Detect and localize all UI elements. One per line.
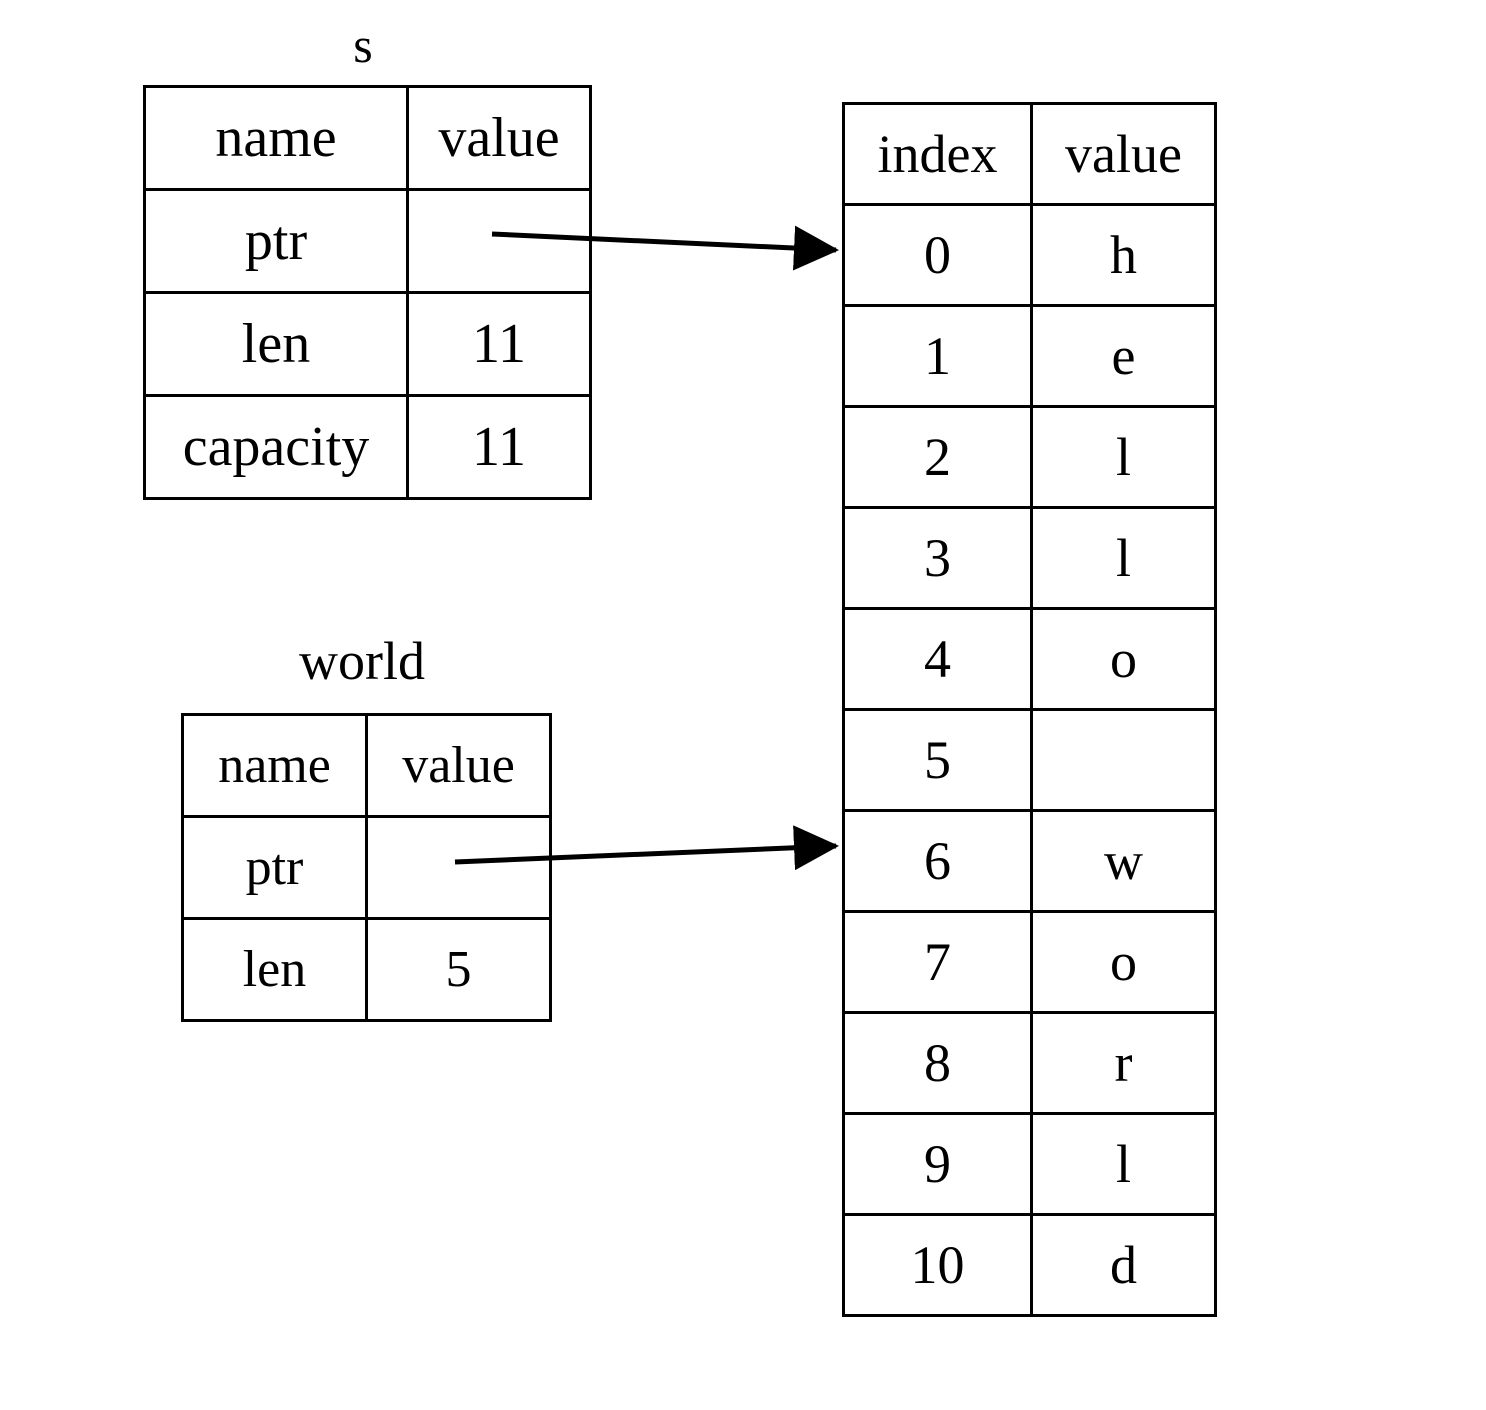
table-buffer-row-6-value: w (1030, 809, 1217, 913)
table-row: 5 (842, 708, 1217, 812)
table-s: name value ptr len 11 capacity 11 (143, 85, 592, 500)
table-buffer-row-8-index: 8 (842, 1011, 1033, 1115)
table-s-row-0-name: ptr (143, 188, 409, 294)
table-s-row-1-name: len (143, 291, 409, 397)
table-row: ptr (143, 188, 592, 294)
table-s-caption: s (353, 17, 373, 73)
table-buffer-row-0-value: h (1030, 203, 1217, 307)
table-row: 9 l (842, 1112, 1217, 1216)
table-buffer-row-0-index: 0 (842, 203, 1033, 307)
table-row: 3 l (842, 506, 1217, 610)
table-buffer-row-7-value: o (1030, 910, 1217, 1014)
table-row: 2 l (842, 405, 1217, 509)
table-buffer-row-5-value (1030, 708, 1217, 812)
table-row: 10 d (842, 1213, 1217, 1317)
table-buffer-header-index: index (842, 102, 1033, 206)
table-world: name value ptr len 5 (181, 713, 552, 1022)
table-row: 6 w (842, 809, 1217, 913)
table-buffer-row-2-index: 2 (842, 405, 1033, 509)
table-buffer-row-3-index: 3 (842, 506, 1033, 610)
table-world-row-1-name: len (181, 917, 368, 1022)
table-s-row-2-value: 11 (406, 394, 592, 500)
table-buffer-row-5-index: 5 (842, 708, 1033, 812)
table-world-row-0-value (365, 815, 552, 920)
table-s-header-name: name (143, 85, 409, 191)
table-row: len 5 (181, 917, 552, 1022)
table-buffer-row-6-index: 6 (842, 809, 1033, 913)
table-row: 7 o (842, 910, 1217, 1014)
table-buffer-row-3-value: l (1030, 506, 1217, 610)
table-buffer: index value 0 h 1 e 2 l 3 l 4 o (842, 102, 1217, 1317)
table-row: 0 h (842, 203, 1217, 307)
table-buffer-row-4-value: o (1030, 607, 1217, 711)
table-buffer-row-10-index: 10 (842, 1213, 1033, 1317)
table-world-row-0-name: ptr (181, 815, 368, 920)
table-row-header: name value (143, 85, 592, 191)
table-row: 8 r (842, 1011, 1217, 1115)
table-buffer-row-9-index: 9 (842, 1112, 1033, 1216)
table-row: capacity 11 (143, 394, 592, 500)
table-world-header-name: name (181, 713, 368, 818)
table-buffer-row-2-value: l (1030, 405, 1217, 509)
table-row: 4 o (842, 607, 1217, 711)
table-buffer-row-10-value: d (1030, 1213, 1217, 1317)
table-buffer-header-value: value (1030, 102, 1217, 206)
table-row: ptr (181, 815, 552, 920)
table-buffer-row-9-value: l (1030, 1112, 1217, 1216)
table-row: 1 e (842, 304, 1217, 408)
table-world-row-1-value: 5 (365, 917, 552, 1022)
table-row-header: index value (842, 102, 1217, 206)
table-row: len 11 (143, 291, 592, 397)
table-buffer-row-8-value: r (1030, 1011, 1217, 1115)
table-world-caption: world (299, 631, 425, 691)
table-s-row-0-value (406, 188, 592, 294)
table-row-header: name value (181, 713, 552, 818)
table-buffer-row-1-index: 1 (842, 304, 1033, 408)
table-s-row-2-name: capacity (143, 394, 409, 500)
table-world-header-value: value (365, 713, 552, 818)
table-s-row-1-value: 11 (406, 291, 592, 397)
table-buffer-row-1-value: e (1030, 304, 1217, 408)
table-s-header-value: value (406, 85, 592, 191)
table-buffer-row-4-index: 4 (842, 607, 1033, 711)
table-buffer-row-7-index: 7 (842, 910, 1033, 1014)
